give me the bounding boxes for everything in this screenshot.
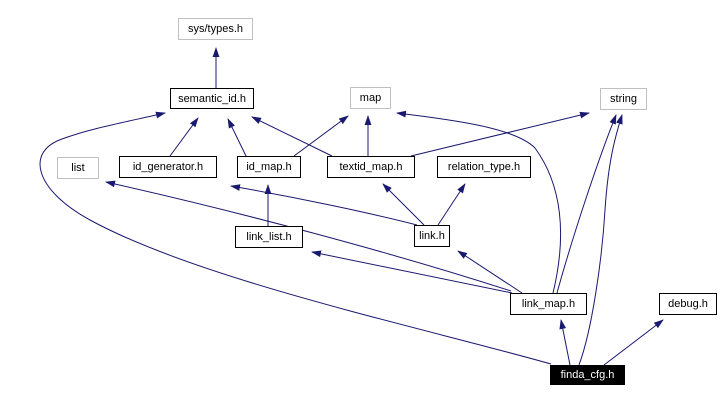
- node-link_map[interactable]: link_map.h: [510, 293, 587, 315]
- node-sys_types: sys/types.h: [178, 18, 253, 40]
- node-label-link_map: link_map.h: [521, 298, 576, 310]
- node-map: map: [350, 87, 391, 109]
- edge-link-to-textid_map: [382, 183, 425, 226]
- node-label-link: link.h: [419, 230, 445, 242]
- edge-finda_cfg-to-semantic_id: [39, 111, 552, 365]
- node-label-list: list: [71, 162, 85, 174]
- node-finda_cfg[interactable]: finda_cfg.h: [550, 365, 625, 385]
- node-label-id_map: id_map.h: [246, 161, 292, 173]
- node-label-finda_cfg: finda_cfg.h: [560, 369, 615, 381]
- edge-link_map-to-string: [556, 114, 617, 294]
- edge-link_map-to-link: [457, 250, 523, 294]
- node-id_generator[interactable]: id_generator.h: [119, 156, 217, 178]
- node-label-debug: debug.h: [668, 298, 708, 310]
- node-id_map[interactable]: id_map.h: [237, 156, 301, 178]
- node-textid_map[interactable]: textid_map.h: [327, 156, 415, 178]
- edge-link-to-id_generator: [230, 184, 418, 226]
- node-semantic_id[interactable]: semantic_id.h: [170, 88, 254, 109]
- node-label-link_list: link_list.h: [246, 231, 292, 243]
- node-label-semantic_id: semantic_id.h: [178, 92, 246, 105]
- node-debug[interactable]: debug.h: [659, 293, 717, 315]
- edge-textid_map-to-semantic_id: [251, 116, 333, 157]
- node-label-textid_map: textid_map.h: [339, 161, 403, 173]
- node-label-string: string: [610, 93, 637, 105]
- edge-link-to-relation_type: [437, 183, 466, 226]
- node-label-map: map: [359, 92, 382, 104]
- edge-link_map-to-list: [105, 180, 512, 292]
- node-relation_type[interactable]: relation_type.h: [437, 156, 531, 178]
- edge-finda_cfg-to-debug: [603, 319, 664, 366]
- edge-id_map-to-map: [293, 115, 349, 157]
- node-string: string: [600, 88, 647, 110]
- node-list: list: [57, 157, 99, 179]
- edge-id_generator-to-semantic_id: [169, 117, 199, 157]
- edge-link_map-to-link_list: [311, 250, 513, 294]
- node-label-relation_type: relation_type.h: [447, 161, 521, 173]
- edge-finda_cfg-to-link_map: [559, 319, 571, 366]
- edge-id_map-to-semantic_id: [227, 118, 247, 157]
- node-label-id_generator: id_generator.h: [132, 161, 204, 173]
- edge-finda_cfg-to-string: [578, 114, 623, 366]
- node-link[interactable]: link.h: [414, 225, 450, 247]
- node-label-sys_types: sys/types.h: [187, 23, 244, 35]
- edge-link_map-to-map: [396, 110, 562, 294]
- edge-textid_map-to-string: [410, 111, 590, 157]
- node-link_list[interactable]: link_list.h: [235, 226, 303, 248]
